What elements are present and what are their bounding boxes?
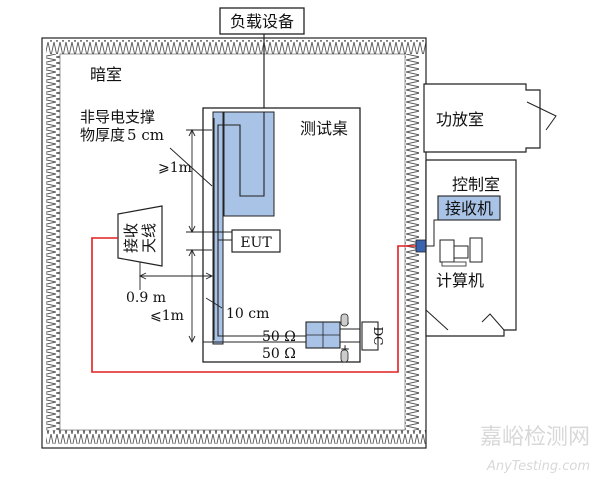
dim-le-1m-label: ⩽1m (150, 308, 184, 324)
computer-icon (439, 237, 483, 267)
support-label-line1: 非导电支撑 (80, 108, 155, 126)
eut-box (231, 229, 281, 253)
dim-10cm-label: 10 cm (226, 306, 269, 322)
lisn-50-bottom: 50 Ω (262, 346, 296, 362)
svg-text:天线: 天线 (140, 223, 158, 253)
watermark-cn: 嘉峪检测网 (480, 425, 590, 450)
lisn-50-top: 50 Ω (262, 329, 296, 345)
lisn-units (305, 321, 341, 349)
load-device-box: 负载设备 (219, 7, 305, 35)
dim-0-9m (138, 262, 214, 290)
receiver-cable (426, 219, 440, 247)
dim-0-9m-label: 0.9 m (126, 290, 166, 306)
svg-text:负载设备: 负载设备 (230, 12, 294, 31)
watermark-en: AnyTesting.com (486, 459, 590, 474)
amp-room (423, 83, 557, 153)
receiver-label: 接收机 (445, 199, 493, 218)
darkroom-walls (41, 37, 427, 449)
receiver-box (437, 195, 501, 221)
test-table-label: 测试桌 (300, 119, 348, 138)
eut-label: EUT (240, 235, 272, 251)
dim-ge-1m-top (186, 128, 232, 234)
amp-room-label: 功放室 (436, 110, 484, 129)
dc-source-box (361, 321, 379, 351)
darkroom-label: 暗室 (90, 65, 122, 84)
computer-label: 计算机 (436, 271, 484, 290)
antenna-coax-cable (91, 237, 420, 373)
dim-le-1m (186, 248, 212, 344)
receive-antenna: 接收 天线 (117, 205, 163, 267)
dim-ge-1m-label: ⩾1m (158, 160, 192, 176)
control-room-label: 控制室 (452, 175, 500, 194)
dim-10cm-leader (205, 297, 223, 309)
bulkhead-connector (415, 239, 427, 253)
dc-label: DC (371, 327, 385, 346)
ground-clip-bottom (340, 349, 349, 363)
svg-text:接收: 接收 (122, 223, 140, 253)
ground-clip-top (340, 313, 349, 327)
load-equipment (223, 111, 275, 217)
support-leader-line (169, 147, 213, 187)
dc-plus: + (340, 342, 350, 356)
